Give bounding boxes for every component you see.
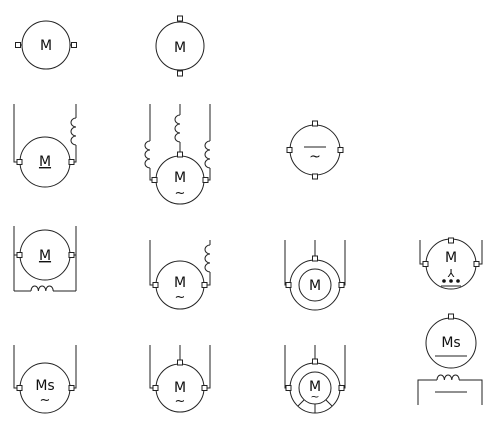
terminal: [177, 70, 183, 77]
motor-symbol-8: M: [284, 240, 346, 311]
terminal: [337, 147, 344, 153]
motor-symbol-12: M ~: [149, 345, 211, 413]
terminal: [312, 358, 318, 365]
motor-label: M: [174, 40, 186, 56]
motor-label: M: [309, 278, 321, 294]
terminal: [286, 147, 293, 153]
terminal: [312, 255, 318, 262]
terminal: [448, 237, 454, 244]
motor-symbol-5: ~: [286, 120, 344, 180]
motor-label: Ms: [441, 335, 460, 351]
motor-label: M: [174, 380, 186, 396]
terminal: [152, 385, 159, 391]
terminal: [312, 120, 318, 127]
motor-label: M: [39, 248, 51, 264]
motor-label: M: [174, 275, 186, 291]
terminal: [338, 385, 345, 391]
terminal: [312, 173, 318, 180]
terminal-dot: [442, 279, 446, 283]
star-connection-symbol: ⅄: [448, 267, 455, 280]
ac-symbol: ~: [175, 290, 186, 305]
terminal: [422, 261, 429, 267]
ac-symbol: ~: [309, 149, 321, 165]
terminal: [285, 282, 292, 288]
terminal: [16, 159, 23, 165]
ac-symbol: ~: [175, 186, 186, 201]
motor-circle: [21, 20, 71, 70]
motor-label: M: [39, 154, 51, 170]
terminal: [68, 385, 75, 391]
motor-symbol-6: M: [13, 226, 77, 292]
terminal: [68, 252, 75, 258]
terminal: [448, 313, 454, 320]
terminal-dot: [456, 279, 460, 283]
motor-symbol-7: M ~: [149, 240, 211, 310]
motor-symbol-4: M ~: [144, 104, 211, 205]
motor-symbol-11: Ms ~: [13, 345, 77, 414]
terminal: [473, 261, 480, 267]
ac-symbol: ~: [40, 393, 51, 408]
motor-label: M: [40, 38, 52, 54]
motor-symbol-10: Ms: [417, 313, 483, 405]
motor-label: M: [445, 250, 457, 266]
motor-symbol-13: M ~: [284, 345, 346, 414]
motor-symbol-1: M: [15, 20, 77, 70]
motor-circle: [155, 21, 205, 71]
terminal: [152, 282, 159, 288]
terminal: [285, 385, 292, 391]
ac-symbol: ~: [175, 394, 186, 409]
terminal: [201, 282, 208, 288]
motor-label: M: [309, 379, 321, 395]
ac-symbol: ~: [310, 390, 319, 403]
terminal-dot: [449, 279, 453, 283]
terminal: [16, 252, 23, 258]
motor-symbol-9: M ⅄: [419, 237, 483, 290]
terminal: [177, 151, 183, 158]
terminal: [151, 177, 158, 183]
terminal: [177, 15, 183, 22]
motor-label: Ms: [35, 378, 54, 394]
terminal: [16, 385, 23, 391]
motor-symbol-2: M: [155, 15, 205, 77]
terminal: [201, 385, 208, 391]
terminal: [338, 282, 345, 288]
terminal: [202, 177, 209, 183]
terminal: [177, 359, 183, 366]
rotor-circle: [298, 268, 332, 302]
terminal: [71, 42, 77, 48]
terminal: [68, 159, 75, 165]
motor-symbol-3: M: [13, 104, 77, 188]
terminal: [15, 42, 21, 48]
motor-label: M: [174, 170, 186, 186]
